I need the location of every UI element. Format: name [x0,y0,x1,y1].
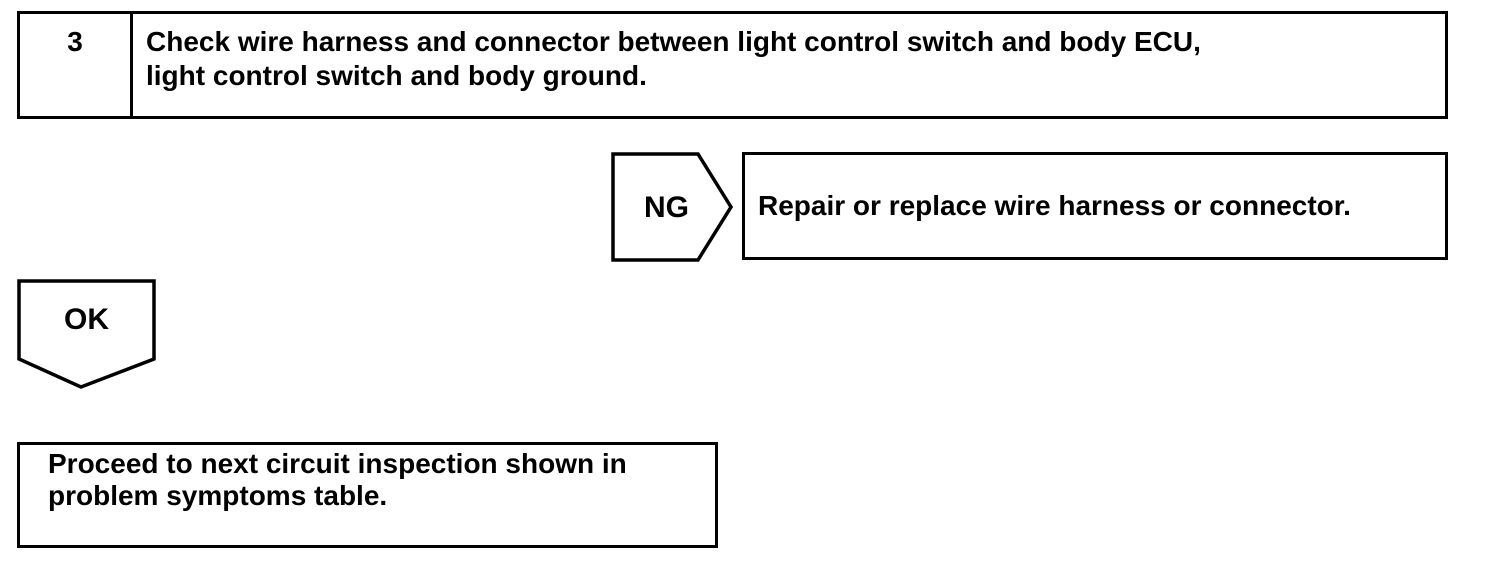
ok-action-line-2: problem symptoms table. [48,480,388,511]
ng-action-text: Repair or replace wire harness or connec… [758,190,1351,221]
ok-action-line-1: Proceed to next circuit inspection shown… [48,448,627,479]
step-instruction-line-2: light control switch and body ground. [146,60,647,91]
ng-action-box: Repair or replace wire harness or connec… [742,152,1448,260]
step-instruction-line-1: Check wire harness and connector between… [146,26,1201,57]
ok-pentagon-arrow-icon [17,279,156,389]
ng-pentagon-arrow-icon [611,152,734,262]
step-number-cell: 3 [20,14,133,116]
ok-label: OK [64,303,109,336]
ok-connector: OK [16,278,157,391]
step-number: 3 [67,26,83,57]
ng-connector: NG [610,151,736,264]
step-box: 3 Check wire harness and connector betwe… [17,11,1448,119]
ng-label: NG [644,190,689,224]
ok-pentagon-shape [17,279,156,389]
ng-pentagon-shape [611,152,734,262]
ok-action-box: Proceed to next circuit inspection shown… [17,442,718,548]
step-instruction-cell: Check wire harness and connector between… [133,14,1445,116]
